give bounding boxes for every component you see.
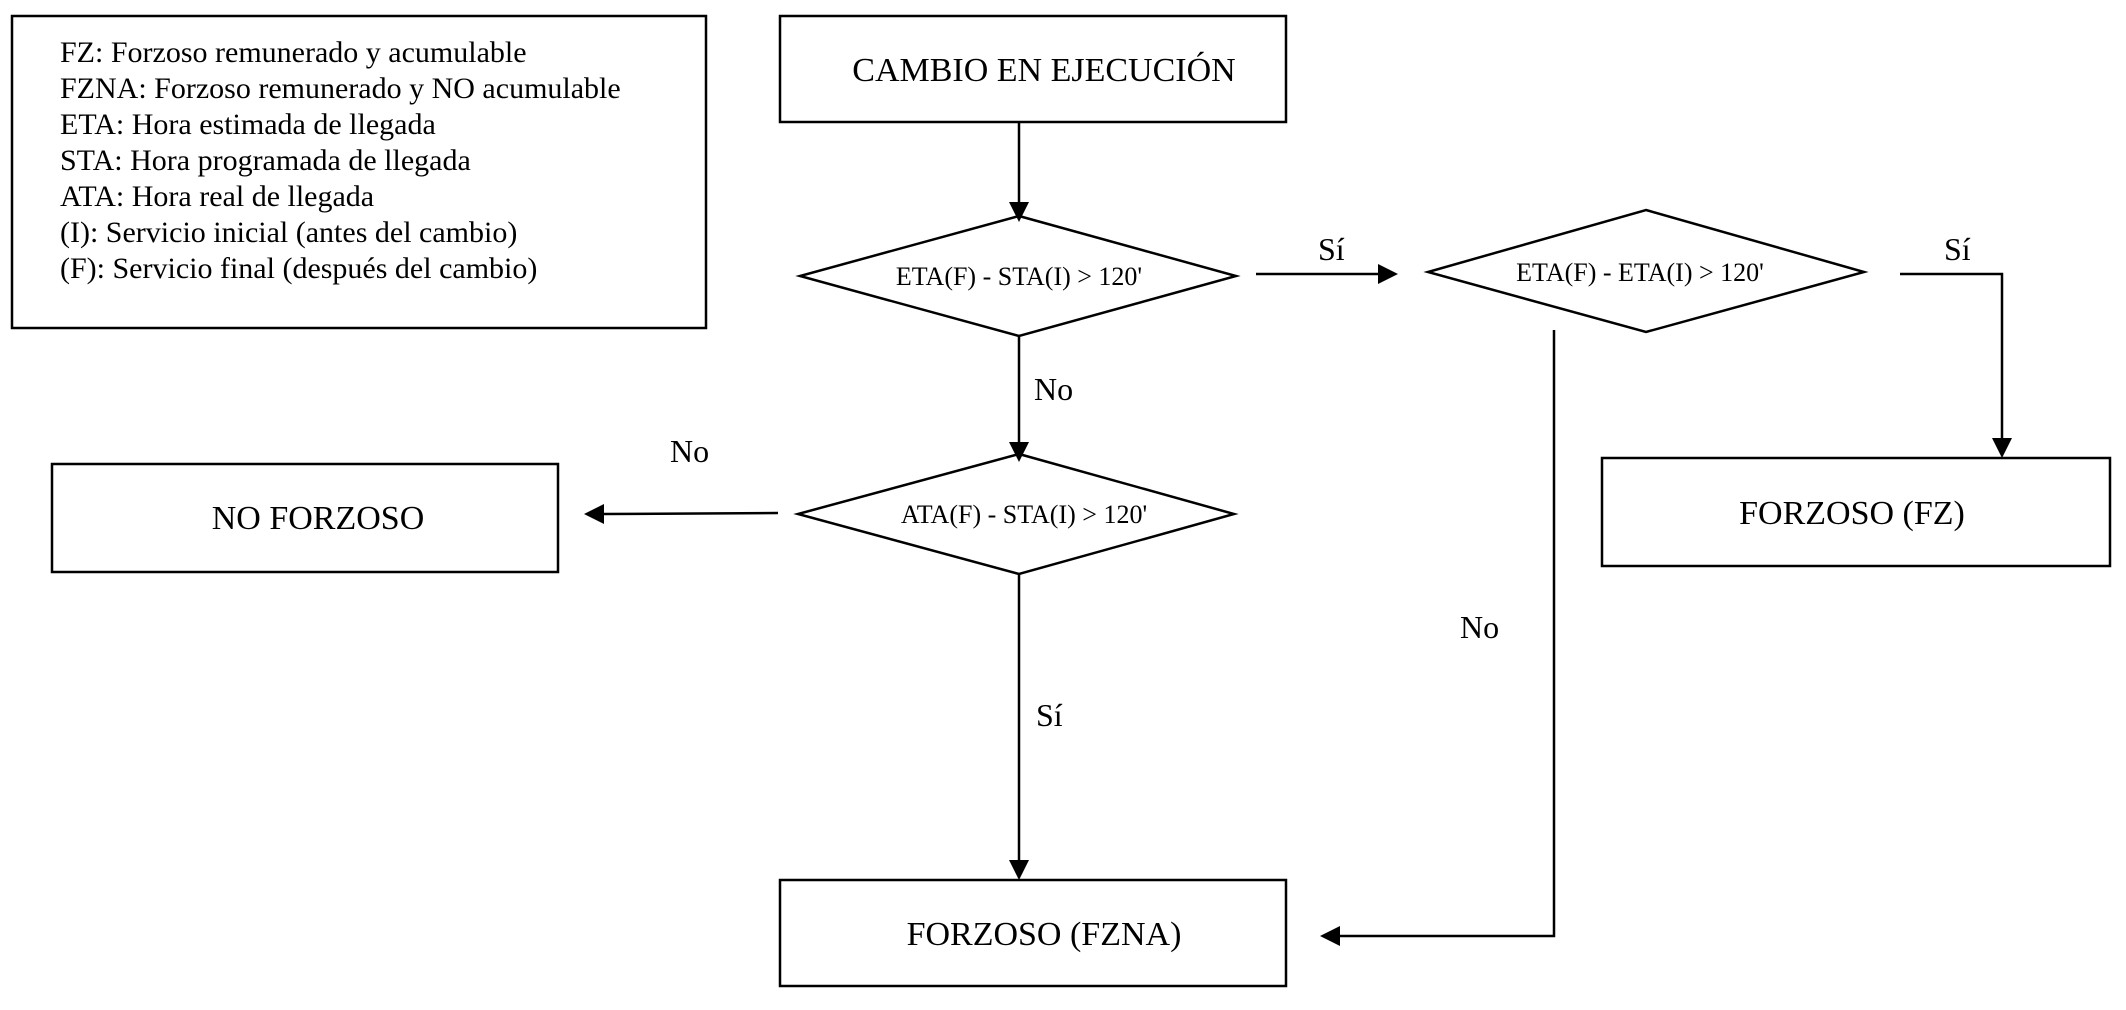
- legend-line-ata: ATA: Hora real de llegada: [60, 180, 374, 213]
- edge-ata-sta-no: No: [584, 433, 779, 524]
- forzoso-fz-box: [1600, 456, 2112, 568]
- edge-eta-eta-yes-line: [1900, 272, 2004, 438]
- forzoso-fzna-node: FORZOSO (FZNA): [778, 878, 1288, 988]
- decision-eta-eta-label: ETA(F) - ETA(I) > 120': [1516, 258, 1764, 287]
- edge-eta-eta-yes: Sí: [1900, 231, 2012, 458]
- edge-eta-sta-yes: Sí: [1256, 231, 1398, 284]
- forzoso-fzna-label: FORZOSO (FZNA): [907, 916, 1182, 953]
- arrowhead-down-icon: [1009, 442, 1029, 462]
- decision-ata-sta: ATA(F) - STA(I) > 120': [793, 452, 1239, 576]
- start-node: CAMBIO EN EJECUCIÓN: [778, 14, 1288, 124]
- decision-eta-sta-label: ETA(F) - STA(I) > 120': [896, 262, 1142, 291]
- arrowhead-left-icon: [584, 504, 604, 524]
- arrowhead-down-icon: [1992, 438, 2012, 458]
- arrowhead-down-icon: [1009, 860, 1029, 880]
- forzoso-fzna-box: [778, 878, 1288, 988]
- no-forzoso-box: [50, 462, 560, 574]
- start-box: [778, 14, 1288, 124]
- edge-ata-sta-yes: Sí: [1009, 574, 1063, 880]
- decision-eta-eta: ETA(F) - ETA(I) > 120': [1423, 208, 1869, 334]
- edge-eta-eta-no-line: [1340, 330, 1556, 938]
- forzoso-fz-label: FORZOSO (FZ): [1739, 495, 1965, 532]
- edge-eta-eta-yes-label: Sí: [1944, 231, 1971, 267]
- edge-eta-sta-no-label: No: [1034, 371, 1073, 407]
- no-forzoso-label: NO FORZOSO: [212, 500, 425, 537]
- forzoso-fz-node: FORZOSO (FZ): [1600, 456, 2112, 568]
- edge-eta-sta-no: No: [1009, 336, 1073, 462]
- decision-eta-eta-diamond: [1423, 208, 1869, 334]
- legend-line-fz: FZ: Forzoso remunerado y acumulable: [60, 36, 527, 69]
- decision-eta-sta: ETA(F) - STA(I) > 120': [795, 214, 1241, 338]
- decision-ata-sta-label: ATA(F) - STA(I) > 120': [901, 500, 1147, 529]
- edge-ata-sta-yes-label: Sí: [1036, 697, 1063, 733]
- edge-eta-sta-yes-label: Sí: [1318, 231, 1345, 267]
- edge-ata-sta-no-label: No: [670, 433, 709, 469]
- legend-line-final: (F): Servicio final (después del cambio): [60, 252, 537, 285]
- no-forzoso-node: NO FORZOSO: [50, 462, 560, 574]
- edge-start-to-eta-sta: [1009, 122, 1029, 222]
- edge-eta-eta-no-label: No: [1460, 609, 1499, 645]
- legend-line-fzna: FZNA: Forzoso remunerado y NO acumulable: [60, 72, 621, 105]
- legend-line-sta: STA: Hora programada de llegada: [60, 144, 471, 177]
- legend: FZ: Forzoso remunerado y acumulable FZNA…: [10, 14, 708, 330]
- start-label: CAMBIO EN EJECUCIÓN: [852, 51, 1235, 89]
- arrowhead-down-icon: [1009, 202, 1029, 222]
- legend-line-eta: ETA: Hora estimada de llegada: [60, 108, 436, 141]
- arrowhead-left-icon: [1320, 926, 1340, 946]
- edge-ata-sta-no-line: [603, 511, 779, 516]
- edge-eta-eta-no: No: [1320, 330, 1556, 946]
- legend-line-initial: (I): Servicio inicial (antes del cambio): [60, 216, 517, 249]
- legend-box: [10, 14, 708, 330]
- arrowhead-right-icon: [1378, 264, 1398, 284]
